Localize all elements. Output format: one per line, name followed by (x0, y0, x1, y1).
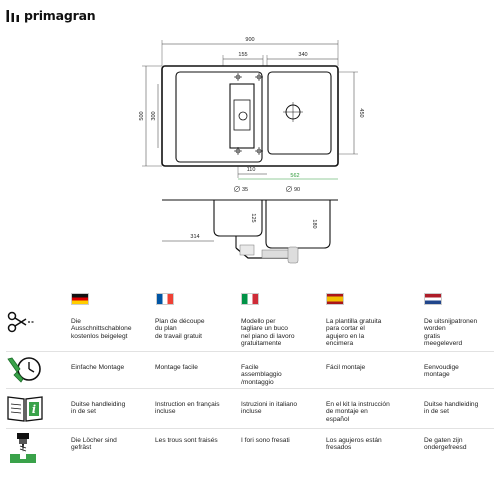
svg-text:35: 35 (242, 187, 248, 193)
spain-flag (326, 293, 344, 305)
drainboard-cutout (229, 83, 255, 149)
feature-text-de: Duitse handleiding in de set (71, 401, 126, 416)
feature-text-es: La plantilla gratuita para cortar el agu… (326, 318, 382, 348)
left-drain (238, 111, 248, 121)
manual-book-icon: i (7, 396, 43, 422)
dimension-total-width: 900 (161, 37, 339, 66)
feature-text-nl: De gaten zijn ondergefreesd (424, 437, 467, 452)
germany-flag (71, 293, 89, 305)
left-bowl (175, 71, 263, 163)
svg-text:90: 90 (294, 187, 300, 193)
svg-text:340: 340 (298, 52, 307, 58)
feature-text-nl: Eenvoudige montage (424, 364, 459, 379)
sink-outline (161, 65, 339, 167)
dimension-bowl-spacing: 562 (238, 173, 338, 180)
logo-mark-icon (6, 9, 19, 22)
drainboard-inner (233, 99, 251, 131)
svg-text:314: 314 (190, 234, 199, 240)
feature-text-it: Istruzioni in italiano incluse (241, 401, 298, 416)
feature-text-it: Modello per tagliare un buco nel piano d… (241, 318, 295, 348)
right-bowl (267, 71, 332, 155)
brand-logo: primagran (6, 8, 96, 23)
drain-pipe-assembly (239, 244, 299, 264)
svg-text:450: 450 (358, 108, 364, 117)
svg-text:i: i (32, 403, 36, 416)
france-flag (156, 293, 174, 305)
drain-size-labels: 35 90 (234, 186, 300, 193)
feature-text-de: Die Löcher sind gefräst (71, 437, 117, 452)
feature-text-de: Einfache Montage (71, 364, 125, 371)
feature-text-nl: De uitsnijpatronen worden gratis meegele… (424, 318, 478, 348)
italy-flag (241, 293, 259, 305)
row-divider (6, 351, 494, 352)
netherlands-flag (424, 293, 442, 305)
row-divider (6, 388, 494, 389)
tap-hole-marks (234, 73, 263, 155)
dimension-depth: 500 (139, 65, 162, 167)
wrench-clock-icon (7, 357, 41, 383)
scissors-template-icon (7, 311, 35, 333)
feature-text-es: Fácil montaje (326, 364, 366, 371)
svg-text:500: 500 (139, 111, 145, 120)
dimension-small-offset: 110 (237, 166, 267, 178)
drill-holes-icon (10, 433, 36, 463)
feature-text-fr: Instruction en français incluse (155, 401, 220, 416)
feature-text-nl: Duitse handleiding in de set (424, 401, 479, 416)
feature-text-es: Los agujeros están fresados (326, 437, 382, 452)
feature-text-de: Die Ausschnittschablone kostenlos beigel… (71, 318, 132, 340)
feature-text-fr: Montage facile (155, 364, 198, 371)
svg-text:180: 180 (311, 219, 317, 228)
feature-text-it: I fori sono fresati (241, 437, 290, 444)
svg-text:900: 900 (245, 37, 254, 43)
feature-text-it: Facile assemblaggio /montaggio (241, 364, 282, 386)
dimension-upper-segments: 155 340 (222, 52, 338, 66)
feature-text-fr: Plan de découpe du plan de travail gratu… (155, 318, 205, 340)
feature-text-fr: Les trous sont fraisés (155, 437, 218, 444)
dimension-inner-height-right: 450 (338, 71, 364, 155)
feature-text-es: En el kit la instrucción de montaje en e… (326, 401, 390, 423)
brand-name: primagran (24, 8, 96, 23)
svg-text:125: 125 (250, 213, 256, 222)
svg-text:562: 562 (290, 173, 299, 179)
svg-text:155: 155 (238, 52, 247, 58)
right-drain (283, 102, 303, 122)
row-divider (6, 428, 494, 429)
sink-technical-drawing: 900 155 340 500 300 (139, 37, 364, 264)
svg-text:300: 300 (151, 111, 157, 120)
dimension-inner-height-left: 300 (151, 84, 159, 148)
side-dimensions: 314 125 180 (162, 213, 317, 242)
svg-text:110: 110 (247, 167, 256, 173)
